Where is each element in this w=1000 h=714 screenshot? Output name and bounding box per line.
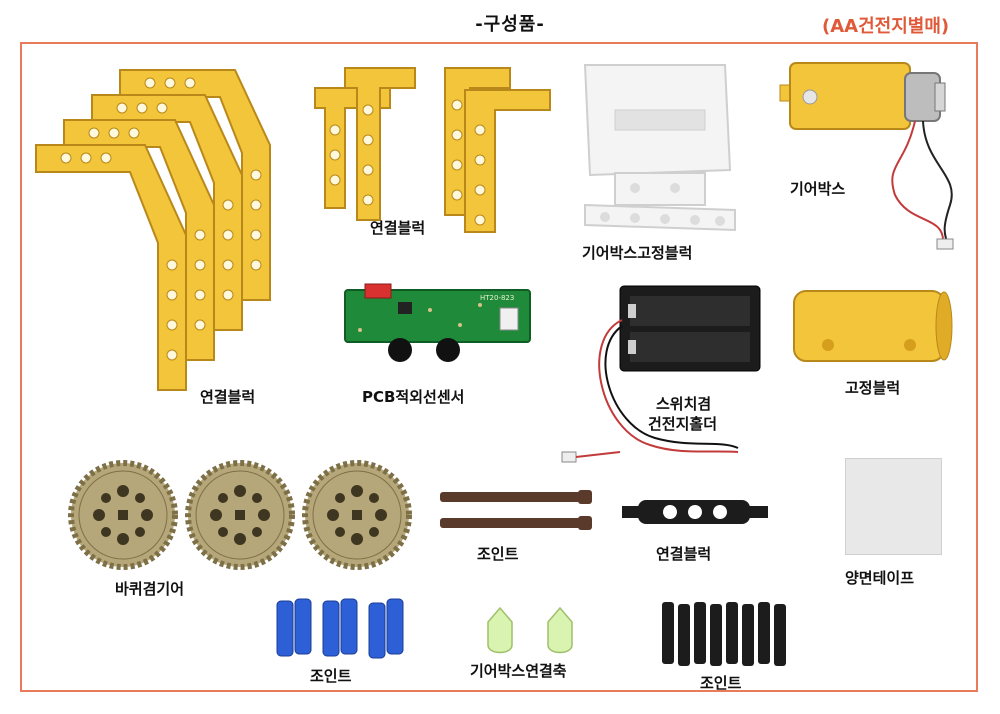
page-title: -구성품- — [475, 14, 545, 35]
gearbox-mount-icon — [583, 64, 736, 232]
gearbox-motor-icon — [779, 62, 954, 250]
axle-icon — [440, 490, 592, 530]
tape-label: 양면테이프 — [845, 569, 915, 587]
connector-block-label: 연결블럭 — [656, 545, 712, 563]
bent-beam-icon — [35, 69, 271, 391]
pcb-board-icon: HT20-823 — [344, 283, 531, 362]
battery-holder-label-2: 건전지홀더 — [648, 415, 718, 433]
blue-pin-icon — [276, 598, 404, 659]
battery-note: (AA건전지별매) — [822, 16, 950, 37]
battery-holder-icon — [561, 285, 761, 463]
blue-joints-label: 조인트 — [310, 667, 352, 685]
pcb-board-text: HT20-823 — [480, 294, 514, 302]
black-joints-label: 조인트 — [700, 674, 742, 692]
black-pin-icon — [662, 602, 786, 666]
connector-block-icon — [622, 500, 768, 524]
l-beam-icon — [314, 67, 551, 233]
gear-icon — [65, 455, 415, 575]
shaft-connector-icon — [487, 606, 573, 654]
fixing-block-label: 고정블럭 — [845, 379, 901, 397]
components-frame — [20, 42, 978, 692]
gearbox-label: 기어박스 — [790, 180, 846, 198]
pcb-label: PCB적외선센서 — [362, 388, 465, 406]
tape-icon — [845, 458, 942, 555]
l-beam-label: 연결블럭 — [370, 219, 426, 237]
fixing-block-icon — [793, 290, 953, 362]
axle-joints-label: 조인트 — [477, 545, 519, 563]
bent-beam-label: 연결블럭 — [200, 388, 256, 406]
gearbox-shaft-label: 기어박스연결축 — [470, 662, 567, 680]
battery-holder-label-1: 스위치겸 — [656, 395, 712, 413]
gearbox-mount-label: 기어박스고정블럭 — [582, 244, 693, 262]
gears-label: 바퀴겸기어 — [115, 580, 185, 598]
